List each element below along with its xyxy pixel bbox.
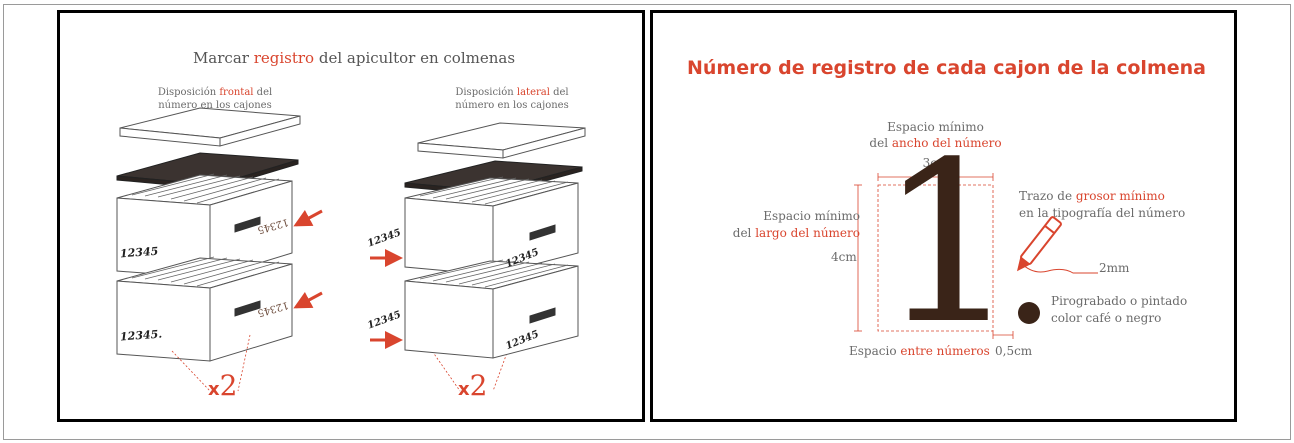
width-label: Espacio mínimo del ancho del número	[869, 120, 1002, 150]
frontal-stack	[116, 107, 301, 362]
lateral-stack	[404, 122, 586, 359]
arrow-upper-frontal	[293, 209, 323, 227]
number-upper-front: 12345	[119, 244, 159, 261]
color-dot-icon	[1018, 302, 1040, 324]
spacing-value: 0,5cm	[995, 344, 1033, 358]
frontal-lateral-panel: Marcar registro del apicultor en colmena…	[57, 10, 645, 422]
number-spec-panel: Número de registro de cada cajon de la c…	[650, 10, 1237, 422]
height-value: 4cm	[831, 250, 857, 264]
multiplier-frontal: x2	[208, 369, 238, 402]
page-frame	[3, 4, 1291, 440]
lateral-caption: Disposición lateral del número en los ca…	[455, 87, 569, 111]
stroke-value: 2mm	[1099, 261, 1130, 275]
frontal-caption: Disposición frontal del número en los ca…	[157, 87, 273, 111]
big-digit-sample: 1	[878, 115, 1020, 373]
color-label: Pirograbado o pintado color café o negro	[1051, 294, 1188, 325]
arrow-lower-frontal	[293, 291, 323, 309]
number-spec-illustration	[854, 173, 1098, 339]
frontal-frame-slats	[131, 173, 280, 287]
right-panel-title: Número de registro de cada cajon de la c…	[687, 57, 1206, 79]
left-panel-title: Marcar registro del apicultor en colmena…	[192, 49, 516, 67]
width-value: 3cm	[922, 156, 949, 170]
pencil-icon	[1016, 216, 1062, 272]
stroke-label: Trazo de grosor mínimo en la tipografía …	[1019, 189, 1186, 220]
hive-boxes-illustration	[116, 107, 586, 392]
lateral-frame-slats	[419, 176, 569, 288]
height-label: Espacio mínimo del largo del número	[732, 209, 860, 240]
multiplier-lateral: x2	[458, 369, 488, 402]
spacing-label: Espacio entre números	[849, 344, 990, 358]
